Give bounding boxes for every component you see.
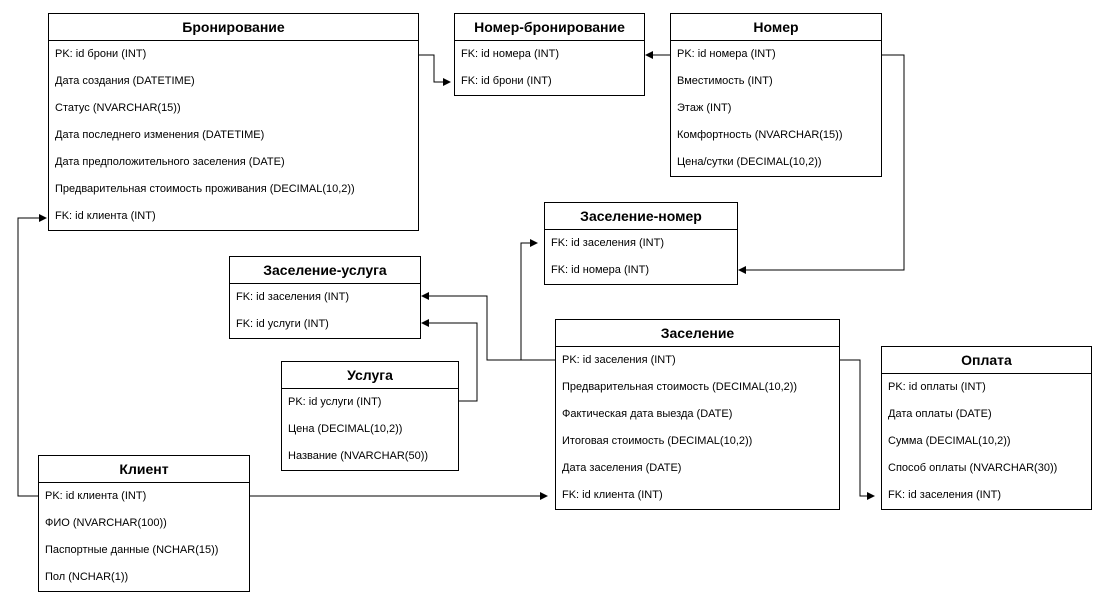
entity-title: Услуга xyxy=(282,362,458,389)
entity-attribute: Статус (NVARCHAR(15)) xyxy=(55,102,181,114)
entity-title: Клиент xyxy=(39,456,249,483)
entity-attribute: Итоговая стоимость (DECIMAL(10,2)) xyxy=(562,435,753,447)
entity-attribute: Комфортность (NVARCHAR(15)) xyxy=(677,129,843,141)
entity-attribute: PK: id клиента (INT) xyxy=(45,490,147,502)
link-zaselenie-oplata xyxy=(840,359,875,500)
entity-attribute: Цена (DECIMAL(10,2)) xyxy=(288,423,403,435)
entity-attribute: FK: id заселения (INT) xyxy=(236,291,350,303)
entity-attribute: FK: id брони (INT) xyxy=(461,75,552,87)
entity-attribute: PK: id оплаты (INT) xyxy=(888,381,986,393)
link-nomer-zasnomer xyxy=(738,54,905,274)
entity-attribute: Дата оплаты (DATE) xyxy=(888,408,992,420)
entity-attribute: Пол (NCHAR(1)) xyxy=(45,571,129,583)
entity-attribute: Сумма (DECIMAL(10,2)) xyxy=(888,435,1011,447)
entity-attribute: FK: id номера (INT) xyxy=(551,264,649,276)
entity-title: Номер xyxy=(671,14,881,41)
entity-attribute: Дата последнего изменения (DATETIME) xyxy=(55,129,265,141)
link-usluga-zasusluga xyxy=(421,319,478,402)
entity-attribute: Способ оплаты (NVARCHAR(30)) xyxy=(888,462,1058,474)
entity-attribute: PK: id брони (INT) xyxy=(55,48,147,60)
entity-attribute: Предварительная стоимость проживания (DE… xyxy=(55,183,355,195)
link-bron-nomerbron xyxy=(419,54,451,86)
entity-attribute: Этаж (INT) xyxy=(677,102,732,114)
entity-title: Номер-бронирование xyxy=(455,14,644,41)
entity-title: Заселение-услуга xyxy=(230,257,420,284)
entity-title: Заселение xyxy=(556,320,839,347)
entity-attribute: Дата заселения (DATE) xyxy=(562,462,682,474)
entity-attribute: Дата предположительного заселения (DATE) xyxy=(55,156,285,168)
entity-attribute: Вместимость (INT) xyxy=(677,75,773,87)
entity-attribute: Предварительная стоимость (DECIMAL(10,2)… xyxy=(562,381,798,393)
entity-attribute: FK: id заселения (INT) xyxy=(888,489,1002,501)
link-klient-bron xyxy=(17,214,47,497)
entity-title: Заселение-номер xyxy=(545,203,737,230)
entity-attribute: FK: id клиента (INT) xyxy=(55,210,156,222)
entity-title: Бронирование xyxy=(49,14,418,41)
entity-attribute: Дата создания (DATETIME) xyxy=(55,75,195,87)
entity-attribute: Цена/сутки (DECIMAL(10,2)) xyxy=(677,156,822,168)
entity-attribute: Паспортные данные (NCHAR(15)) xyxy=(45,544,219,556)
entity-attribute: PK: id номера (INT) xyxy=(677,48,776,60)
entity-attribute: PK: id заселения (INT) xyxy=(562,354,676,366)
entity-title: Оплата xyxy=(882,347,1091,374)
entity-attribute: FK: id номера (INT) xyxy=(461,48,559,60)
entity-attribute: Название (NVARCHAR(50)) xyxy=(288,450,429,462)
link-zaselenie-zasusluga xyxy=(421,292,555,361)
entity-attribute: FK: id заселения (INT) xyxy=(551,237,665,249)
entity-attribute: Фактическая дата выезда (DATE) xyxy=(562,408,733,420)
entity-attribute: FK: id услуги (INT) xyxy=(236,318,329,330)
entity-attribute: PK: id услуги (INT) xyxy=(288,396,382,408)
entity-attribute: ФИО (NVARCHAR(100)) xyxy=(45,517,167,529)
entity-attribute: FK: id клиента (INT) xyxy=(562,489,663,501)
